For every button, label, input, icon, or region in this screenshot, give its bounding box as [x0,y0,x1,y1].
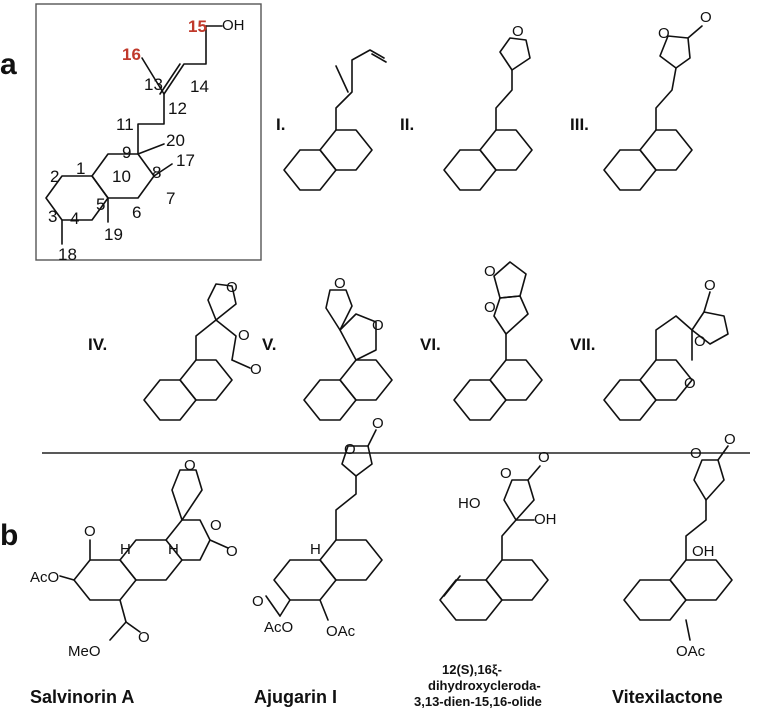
structure-vitexilactone: O O OH OAc [623,431,736,660]
locant-15: 15 [188,17,207,36]
furan-o-salvinorin: O [184,457,196,474]
ketone-o-salvinorin: O [84,523,96,540]
locant-2: 2 [50,167,59,186]
compound-name-clerodadien-2: dihydroxycleroda- [428,678,541,693]
locant-16: 16 [122,45,141,64]
variant-label-iii: III. [570,115,589,134]
locant-19: 19 [104,225,123,244]
structure-iii: O O [603,9,712,191]
lactone-o-ajugarin: O [344,441,356,458]
locant-10: 10 [112,167,131,186]
aco-salvinorin: AcO [30,569,59,586]
oac-ajugarin: OAc [326,623,356,640]
carbonyl-o-iii: O [700,9,712,26]
variant-label-v: V. [262,335,277,354]
lactone-o-iii: O [658,25,670,42]
furan-o-iv: O [226,279,238,296]
carbonyl-o-vitexilactone: O [724,431,736,448]
bicyclic-o2-vi: O [484,263,496,280]
ester-o-salvinorin: O [138,629,150,646]
structure-vi: O O [453,261,543,421]
locant-7: 7 [166,189,175,208]
h1-salvinorin: H [120,541,131,558]
lactone-o-vitexilactone: O [690,445,702,462]
ho-clerodadien: HO [458,495,481,512]
thf-o-v: O [372,317,384,334]
variant-label-iv: IV. [88,335,107,354]
locant-12: 12 [168,99,187,118]
clerodane-scaffold: 1 2 3 4 5 6 7 8 9 10 11 12 13 14 15 16 1… [35,3,262,264]
oh-clerodadien: OH [534,511,557,528]
compound-name-vitexilactone: Vitexilactone [612,687,723,707]
variant-label-vii: VII. [570,335,596,354]
furan-o-ii: O [512,23,524,40]
structure-salvinorin-a: O O O O AcO H H MeO O [30,457,238,660]
compound-name-salvinorin-a: Salvinorin A [30,687,134,707]
compound-name-clerodadien-3: 3,13-dien-15,16-olide [414,694,542,709]
carbonyl-o-ajugarin: O [372,415,384,432]
aco-ajugarin: AcO [264,619,293,636]
oac-vitexilactone: OAc [676,643,706,660]
carbonyl-o-salvinorin: O [226,543,238,560]
carbonyl-o-iv: O [250,361,262,378]
structure-v: O O [303,275,393,421]
spiro-o-vii: O [694,333,706,350]
h2-salvinorin: H [168,541,179,558]
furan-o-v: O [334,275,346,292]
structure-vii: O O O [603,277,729,421]
compound-name-ajugarin-i: Ajugarin I [254,687,337,707]
locant-13: 13 [144,75,163,94]
scaffold-box [35,3,262,261]
structure-clerodadien-olide: O O HO OH [439,449,557,621]
structure-i [283,49,387,191]
h-ajugarin: H [310,541,321,558]
variant-label-ii: II. [400,115,414,134]
oh-vitexilactone: OH [692,543,715,560]
locant-11: 11 [116,115,134,134]
panel-label-a: a [0,48,17,81]
scaffold-oh: OH [222,17,245,34]
locant-18: 18 [58,245,77,264]
ether-o-vii: O [684,375,696,392]
bicyclic-o1-vi: O [484,299,496,316]
epoxide-o-ajugarin: O [252,593,264,610]
locant-6: 6 [132,203,141,222]
lactone-o-salvinorin: O [210,517,222,534]
locant-14: 14 [190,77,209,96]
carbonyl-o-clerodadien: O [538,449,550,466]
locant-4: 4 [70,209,79,228]
locant-3: 3 [48,207,57,226]
lactone-o-clerodadien: O [500,465,512,482]
variant-label-vi: VI. [420,335,441,354]
meo-salvinorin: MeO [68,643,101,660]
structure-ii: O [443,23,533,191]
locant-5: 5 [96,195,105,214]
locant-17: 17 [176,151,195,170]
structure-ajugarin-i: O O H O AcO OAc [252,415,384,640]
locant-9: 9 [122,143,131,162]
locant-8: 8 [152,163,161,182]
panel-label-b: b [0,519,18,552]
locant-20: 20 [166,131,185,150]
carbonyl-o-vii: O [704,277,716,294]
structure-iv: O O O [143,279,262,421]
lactone-o-iv: O [238,327,250,344]
locant-1: 1 [76,159,85,178]
compound-name-clerodadien-1: 12(S),16ξ- [442,662,502,677]
variant-label-i: I. [276,115,285,134]
